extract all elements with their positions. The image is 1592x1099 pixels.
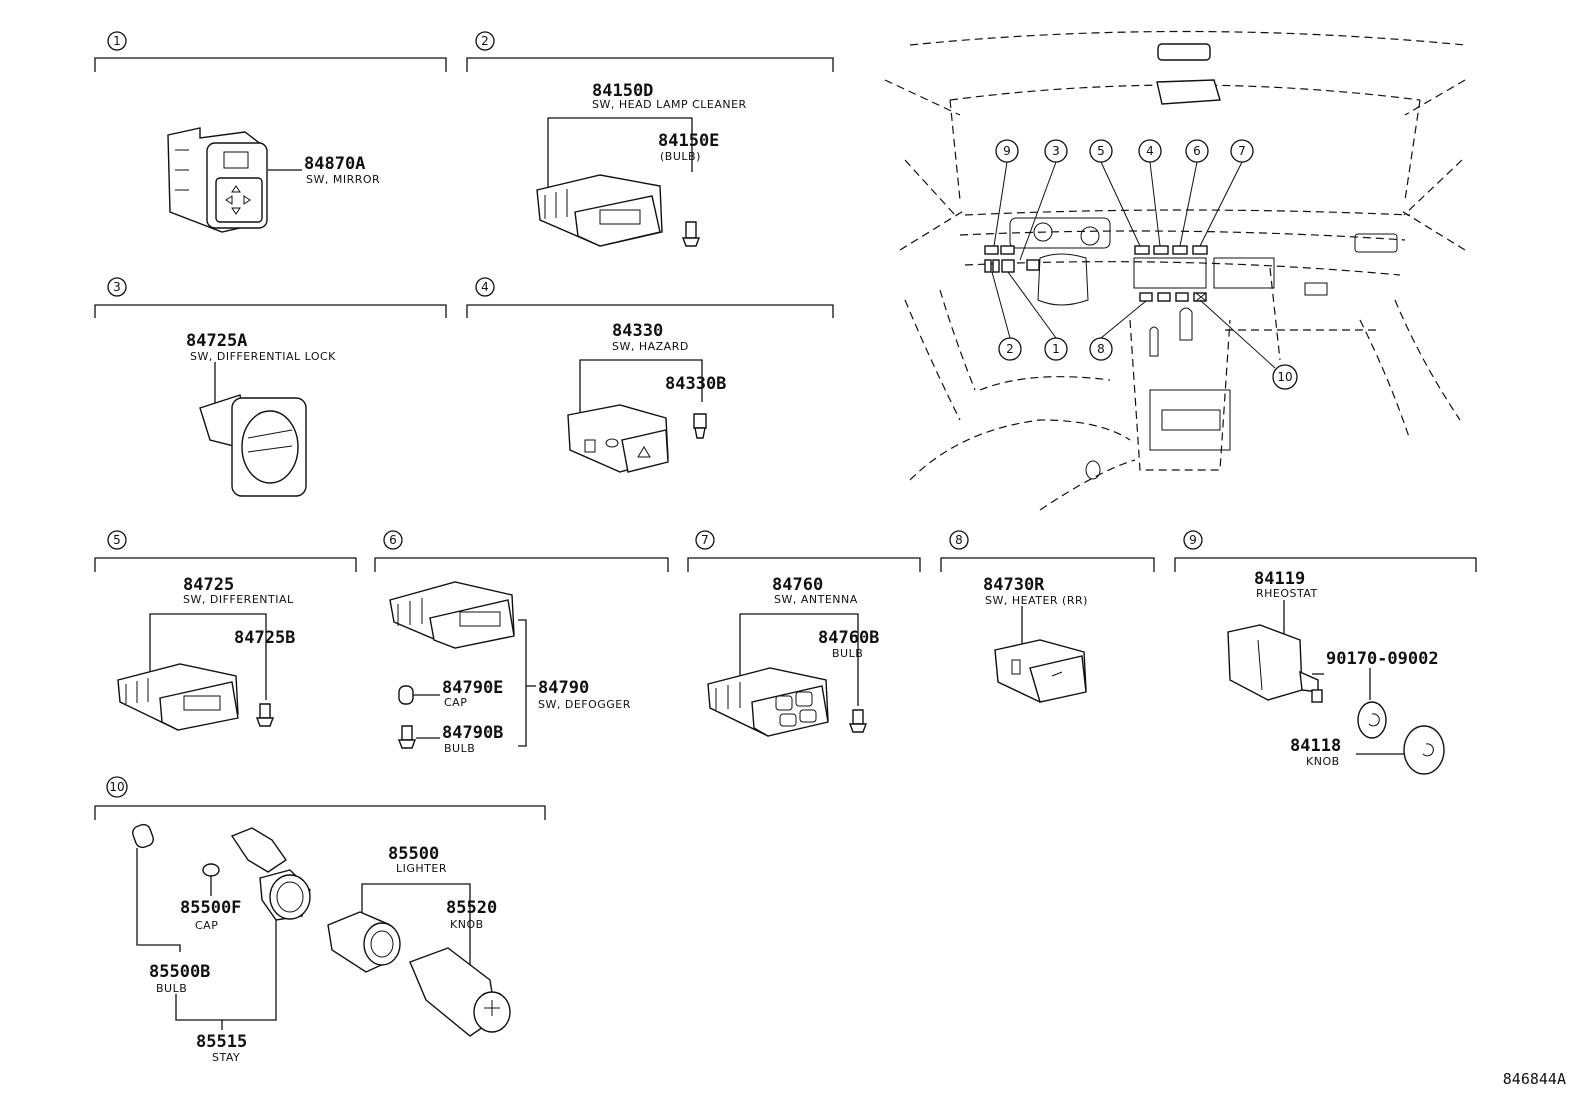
part-84760B-number: 84760B [818, 628, 879, 648]
differential-switch-part [117, 663, 239, 731]
stay-85515-part [230, 827, 311, 921]
part-84790B-number: 84790B [442, 723, 503, 743]
part-84150E-name: (BULB) [660, 150, 701, 163]
differential-lock-switch-part [199, 394, 307, 497]
section-5: 5 84725 SW, DIFFERENTIAL 84725B [94, 530, 357, 731]
lighter-socket-part [327, 911, 401, 973]
bulb-84150E-part [681, 221, 701, 247]
part-84150D-number: 84150D [592, 81, 653, 101]
bulb-84330B-part [693, 413, 707, 439]
part-84119-number: 84119 [1254, 569, 1305, 589]
part-84330B-number: 84330B [665, 374, 726, 394]
part-84730R-name: SW, HEATER (RR) [985, 594, 1088, 607]
callout-9: 9 [1003, 144, 1011, 158]
section-3: 3 84725A SW, DIFFERENTIAL LOCK [94, 277, 447, 497]
section-10-number: 10 [109, 780, 124, 794]
bulb-84790B-part [397, 725, 417, 749]
heater-rr-switch-part [994, 639, 1087, 703]
callout-7: 7 [1238, 144, 1246, 158]
part-85520-name: KNOB [450, 918, 484, 931]
callout-5: 5 [1097, 144, 1105, 158]
part-84330-name: SW, HAZARD [612, 340, 689, 353]
section-8: 8 84730R SW, HEATER (RR) [940, 530, 1155, 703]
section-6: 6 84790 SW, DEFOGGER 84790E CAP 84790B B… [374, 530, 669, 755]
part-85515-number: 85515 [196, 1032, 247, 1052]
section-9: 9 84119 RHEOSTAT 90170-09002 84118 KNOB [1174, 530, 1477, 775]
part-85500B-number: 85500B [149, 962, 210, 982]
rheostat-part [1227, 624, 1323, 703]
part-84790E-number: 84790E [442, 678, 503, 698]
hazard-switch-part [567, 404, 669, 473]
bulb-85500B-part [132, 823, 154, 849]
section-7: 7 84760 SW, ANTENNA 84760B BULB [687, 530, 921, 737]
antenna-switch-part [707, 667, 829, 737]
part-84760B-name: BULB [832, 647, 863, 660]
part-84760-number: 84760 [772, 575, 823, 595]
section-4-number: 4 [481, 280, 489, 294]
part-84790B-name: BULB [444, 742, 475, 755]
callout-8: 8 [1097, 342, 1105, 356]
part-84790-number: 84790 [538, 678, 589, 698]
part-84150D-name: SW, HEAD LAMP CLEANER [592, 98, 747, 111]
head-lamp-cleaner-switch-part [536, 174, 663, 247]
part-84725-name: SW, DIFFERENTIAL [183, 593, 294, 606]
part-84760-name: SW, ANTENNA [774, 593, 858, 606]
cap-84790E-part [398, 685, 414, 705]
lighter-knob-part [409, 947, 511, 1037]
section-4: 4 84330 SW, HAZARD 84330B [466, 277, 834, 473]
part-84870A-name: SW, MIRROR [306, 173, 380, 186]
part-84790-name: SW, DEFOGGER [538, 698, 631, 711]
cap-85500F-part [202, 863, 220, 877]
part-84119-name: RHEOSTAT [1256, 587, 1318, 600]
section-8-number: 8 [955, 533, 963, 547]
part-84725A-number: 84725A [186, 331, 247, 351]
section-10: 10 85500F CAP 85500B BULB 85515 STAY 855… [94, 776, 546, 1064]
section-7-number: 7 [701, 533, 709, 547]
callout-10: 10 [1277, 370, 1292, 384]
callout-3: 3 [1052, 144, 1060, 158]
part-84330-number: 84330 [612, 321, 663, 341]
interior-overview [884, 30, 1466, 511]
part-85500F-number: 85500F [180, 898, 241, 918]
defogger-switch-part [389, 581, 515, 649]
section-9-number: 9 [1189, 533, 1197, 547]
part-84870A-number: 84870A [304, 154, 365, 174]
part-84118-number: 84118 [1290, 736, 1341, 756]
part-85500B-name: BULB [156, 982, 187, 995]
callout-4: 4 [1146, 144, 1154, 158]
section-2: 2 84150D SW, HEAD LAMP CLEANER 84150E (B… [466, 31, 834, 247]
knob-84118-part [1403, 725, 1445, 775]
callout-6: 6 [1193, 144, 1201, 158]
part-84725B-number: 84725B [234, 628, 295, 648]
section-6-number: 6 [389, 533, 397, 547]
part-84730R-number: 84730R [983, 575, 1045, 595]
part-85500-number: 85500 [388, 844, 439, 864]
callout-2: 2 [1006, 342, 1014, 356]
part-85520-number: 85520 [446, 898, 497, 918]
part-85500F-name: CAP [195, 919, 218, 932]
part-84725-number: 84725 [183, 575, 234, 595]
part-84150E-number: 84150E [658, 131, 719, 151]
knob-small-part [1357, 701, 1387, 739]
section-1-number: 1 [113, 34, 121, 48]
section-5-number: 5 [113, 533, 121, 547]
section-3-number: 3 [113, 280, 121, 294]
part-84725A-name: SW, DIFFERENTIAL LOCK [190, 350, 336, 363]
overview-callouts-bottom: 2 1 8 10 [991, 271, 1298, 390]
bulb-84760B-part [848, 709, 868, 733]
part-85515-name: STAY [212, 1051, 240, 1064]
bulb-84725B-part [255, 703, 275, 727]
part-90170-09002-number: 90170-09002 [1326, 649, 1439, 669]
section-1: 1 84870A SW, MIRROR [94, 31, 447, 233]
section-2-number: 2 [481, 34, 489, 48]
overview-callouts-top: 9 3 5 4 6 7 [993, 139, 1254, 261]
callout-1: 1 [1052, 342, 1060, 356]
part-84790E-name: CAP [444, 696, 467, 709]
part-85500-name: LIGHTER [396, 862, 447, 875]
drawing-number: 846844A [1503, 1070, 1566, 1088]
mirror-switch-part [167, 127, 268, 233]
part-84118-name: KNOB [1306, 755, 1340, 768]
